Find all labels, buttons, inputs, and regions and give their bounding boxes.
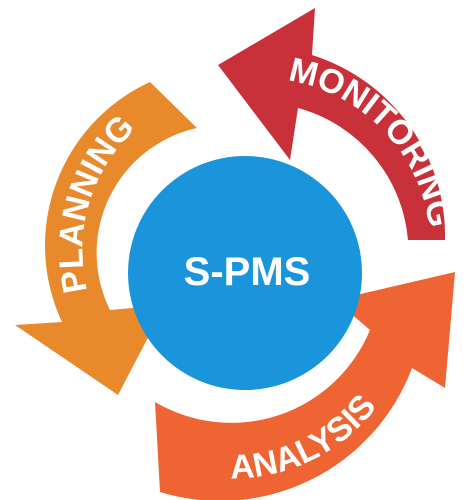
center-label: S-PMS <box>184 250 311 294</box>
center-circle <box>128 156 362 390</box>
monitoring-arrow <box>218 8 446 240</box>
analysis-arrow <box>155 272 455 500</box>
